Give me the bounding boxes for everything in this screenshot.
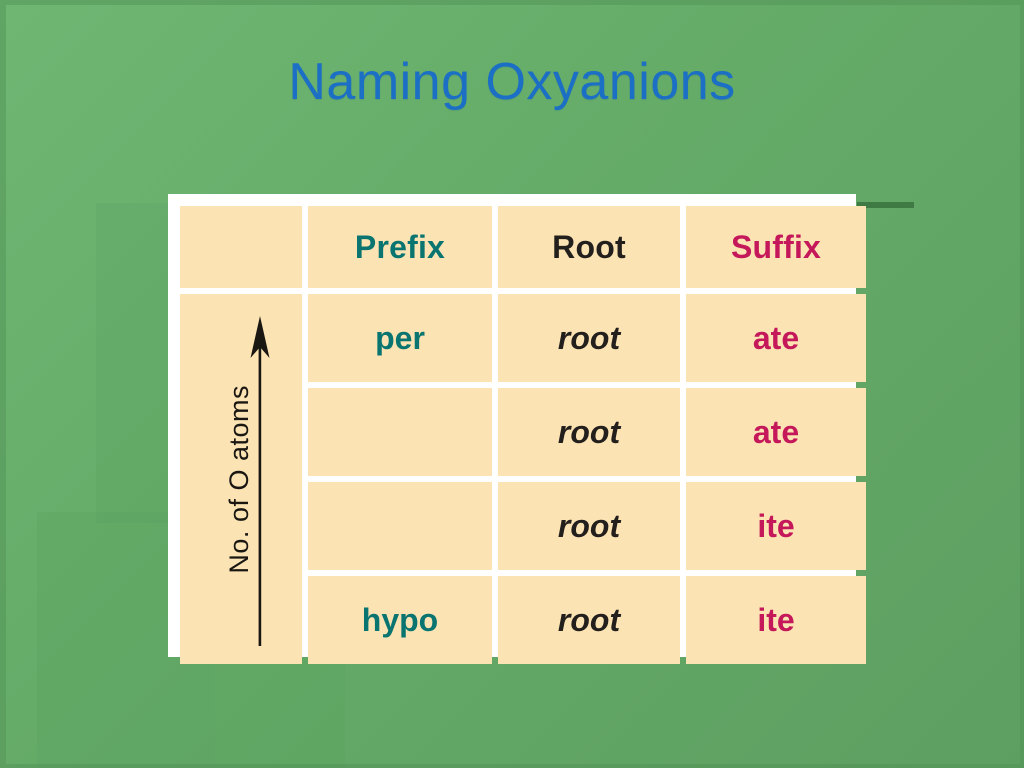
table-header-row: Prefix Root Suffix	[180, 206, 866, 288]
cell-prefix-row-4: hypo	[308, 576, 492, 664]
cell-prefix-row-2	[308, 388, 492, 476]
cell-root-row-2: root	[498, 388, 680, 476]
table-row: root ite	[180, 482, 866, 570]
cell-suffix-row-1: ate	[686, 294, 866, 382]
axis-inner: No. of O atoms	[180, 294, 302, 664]
cell-prefix-row-3	[308, 482, 492, 570]
table-row: hypo root ite	[180, 576, 866, 664]
column-header-prefix: Prefix	[308, 206, 492, 288]
column-header-suffix: Suffix	[686, 206, 866, 288]
cell-suffix-row-4: ite	[686, 576, 866, 664]
table-row: root ate	[180, 388, 866, 476]
naming-grid: Prefix Root Suffix No. of O atoms	[174, 200, 872, 670]
cell-suffix-row-2: ate	[686, 388, 866, 476]
cell-root-row-3: root	[498, 482, 680, 570]
accent-bar	[857, 202, 914, 208]
axis-cell: No. of O atoms	[180, 294, 302, 664]
slide-title: Naming Oxyanions	[288, 53, 736, 111]
up-arrow-icon	[248, 316, 272, 648]
cell-root-row-4: root	[498, 576, 680, 664]
cell-prefix-row-1: per	[308, 294, 492, 382]
header-cell-empty	[180, 206, 302, 288]
cell-suffix-row-3: ite	[686, 482, 866, 570]
table-row: No. of O atoms per root ate	[180, 294, 866, 664]
oxyanion-naming-table: Prefix Root Suffix No. of O atoms	[168, 194, 866, 664]
cell-root-row-1: root	[498, 294, 680, 382]
column-header-root: Root	[498, 206, 680, 288]
